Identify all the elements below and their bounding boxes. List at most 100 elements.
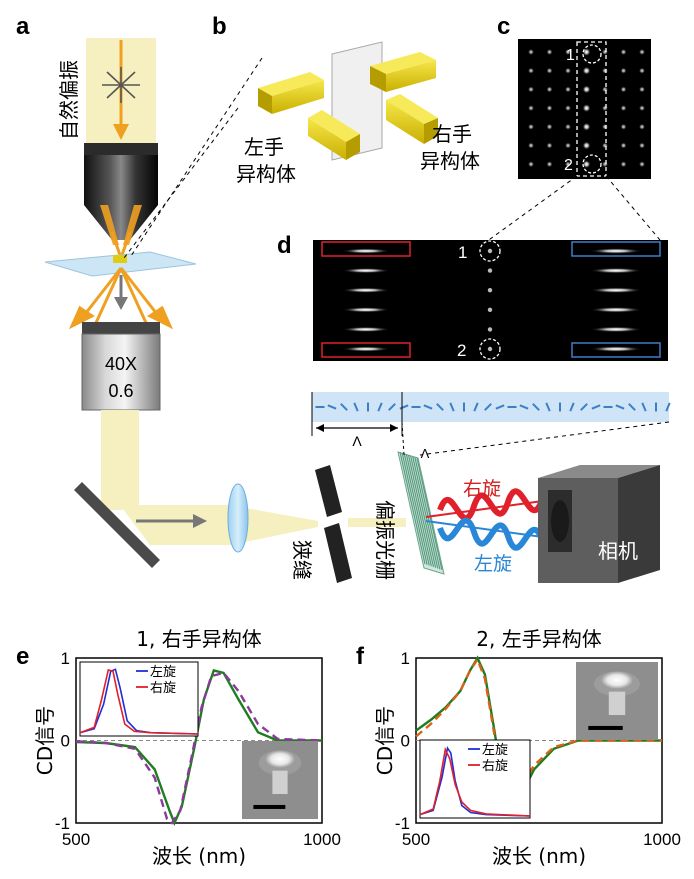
- array-spot: [564, 48, 572, 56]
- diffraction-order-right: [590, 326, 642, 333]
- array-spot: [582, 103, 591, 113]
- zero-order-spot: [487, 268, 493, 273]
- y-axis-label: CD信号: [33, 706, 57, 775]
- inset-frame: [79, 661, 199, 737]
- camera: 相机: [538, 465, 660, 583]
- focusing-cone: [240, 507, 318, 543]
- right-enantiomer-label-2: 异构体: [420, 149, 480, 173]
- period-label: Λ: [352, 433, 362, 449]
- array-spot: [582, 160, 591, 169]
- director-mark: [449, 402, 455, 412]
- array-spot: [601, 86, 609, 93]
- chart-title: 1, 右手异构体: [136, 627, 261, 651]
- objective-magnification: 40X: [105, 354, 137, 374]
- array-spot: [546, 142, 553, 149]
- zero-order-spot: [487, 288, 493, 293]
- inset-frame: [419, 739, 531, 819]
- sem-particle-stem: [272, 770, 288, 795]
- y-tick-label: 1: [61, 649, 70, 668]
- left-enantiomer-label-1: 左手: [244, 135, 284, 159]
- grating-period-strip: [312, 392, 669, 422]
- array-spot: [638, 86, 646, 93]
- zero-order-spot: [487, 327, 493, 332]
- panel-a-setup: 自然偏振 40X 0.6: [44, 38, 671, 583]
- grating-line: [407, 454, 435, 568]
- sample-particle: [113, 255, 127, 263]
- array-spot: [564, 142, 572, 149]
- grating-line: [416, 457, 443, 571]
- array-spot: [527, 161, 535, 168]
- panel-label-f: f: [356, 643, 365, 670]
- slit: [315, 465, 352, 583]
- y-tick-label: -1: [55, 814, 70, 833]
- transmitted-arrowhead: [114, 297, 128, 310]
- x-tick-label: 500: [62, 830, 90, 849]
- array-spot: [638, 123, 646, 130]
- array-spot: [620, 161, 627, 168]
- array-spot: [527, 48, 535, 56]
- array-spot: [620, 104, 627, 112]
- diffraction-order-left: [342, 326, 390, 332]
- scattered-rays: [68, 267, 174, 330]
- grating-line: [412, 456, 439, 569]
- director-mark: [580, 403, 588, 411]
- array-spot: [527, 123, 535, 130]
- director-mark: [377, 402, 383, 412]
- mirror: [74, 482, 160, 568]
- grating-line: [403, 453, 430, 566]
- lens: [227, 483, 249, 553]
- array-spot: [620, 48, 627, 56]
- horizontal-arrowhead: [193, 514, 207, 528]
- array-spot: [638, 67, 646, 74]
- rcp-helix: [437, 488, 545, 522]
- y-tick-label: -1: [395, 814, 410, 833]
- polarization-grating: [397, 451, 445, 575]
- diffraction-order-left: [342, 287, 390, 293]
- collimated-beam: [101, 410, 139, 510]
- array-spot: [546, 123, 553, 130]
- inset-rcp-line: [79, 669, 199, 735]
- natural-light-label: 自然偏振: [57, 60, 81, 140]
- diffraction-order-left: [342, 346, 390, 352]
- array-spot: [620, 67, 627, 74]
- array-spot: [527, 142, 535, 149]
- zero-order-spot: [487, 248, 493, 254]
- array-spot: [601, 161, 609, 168]
- array-spot: [582, 66, 591, 75]
- array-spot: [601, 48, 609, 56]
- director-mark: [641, 402, 647, 412]
- array-spot: [527, 67, 535, 74]
- y-tick-label: 1: [401, 649, 410, 668]
- diffraction-order-right: [590, 248, 642, 254]
- sem-scale-bar: [253, 804, 286, 809]
- director-mark: [436, 403, 444, 411]
- array-spot: [601, 123, 609, 130]
- sem-particle-stem: [608, 691, 626, 716]
- selected-column: [576, 41, 607, 177]
- panel-label-d: d: [277, 232, 292, 259]
- director-mark: [399, 404, 409, 410]
- polarization-icon: [102, 67, 140, 103]
- array-spot: [638, 104, 646, 112]
- director-mark: [473, 402, 479, 412]
- diffraction-order-left: [342, 248, 390, 254]
- array-spot: [564, 161, 572, 168]
- focus-rays: [110, 231, 132, 259]
- y-axis-label: CD信号: [373, 706, 397, 775]
- panel-label-e: e: [16, 643, 29, 670]
- grating-line: [399, 451, 426, 565]
- array-spot: [546, 104, 553, 112]
- array-spot: [638, 48, 646, 56]
- diffraction-image: [313, 240, 668, 361]
- grating-line: [405, 454, 432, 567]
- panel-d-diffraction: 1 2: [313, 240, 668, 361]
- cd-simulated-line: [75, 671, 323, 825]
- zero-order-spot: [487, 346, 493, 352]
- array-spot: [582, 122, 591, 131]
- panel-label-a: a: [16, 13, 30, 40]
- camera-label: 相机: [598, 540, 638, 563]
- inset-lcp-line: [419, 746, 531, 817]
